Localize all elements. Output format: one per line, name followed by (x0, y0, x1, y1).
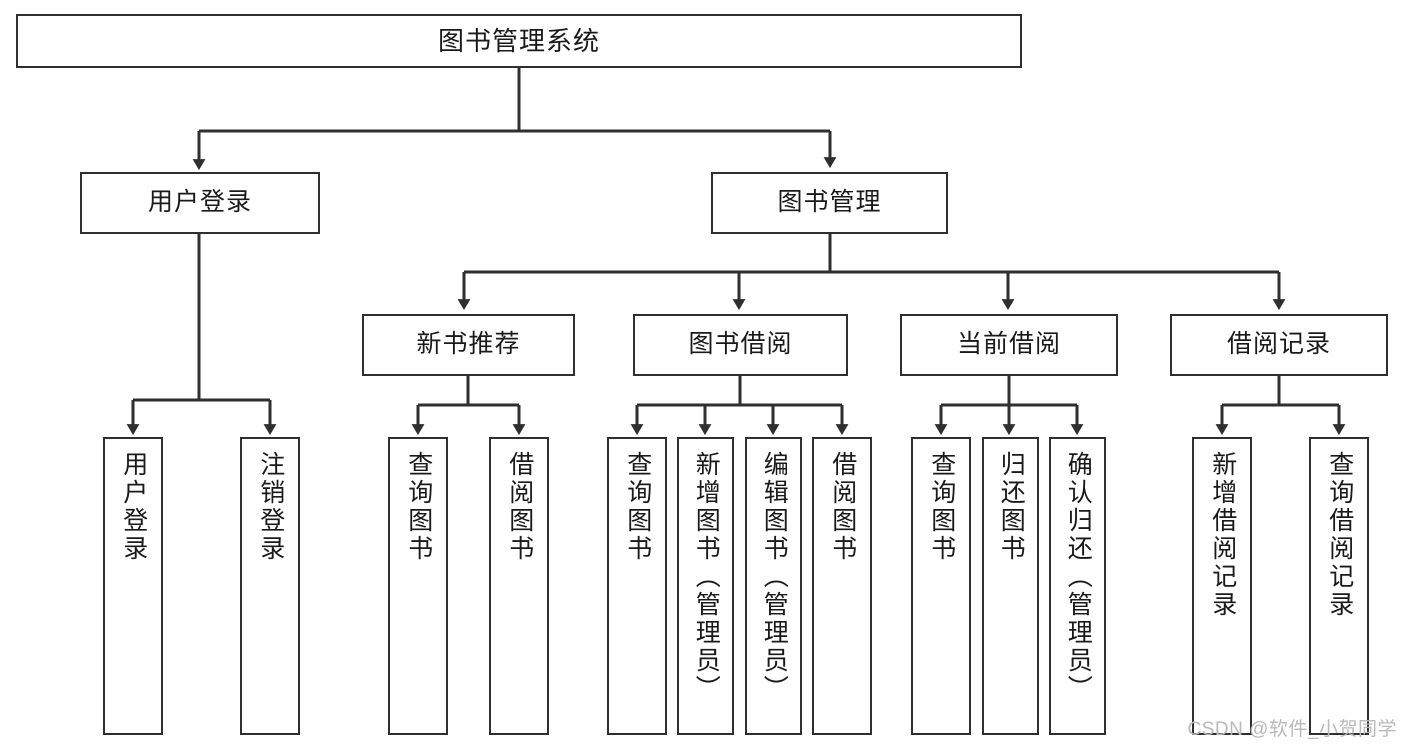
node-label: 查询图书 (404, 451, 433, 563)
node-label: 归还图书 (997, 451, 1026, 563)
node-user-login[interactable]: 用户登录 (80, 172, 320, 234)
node-leaf-confirm-return-admin[interactable]: 确认归还（管理员） (1049, 437, 1106, 735)
node-leaf-query-borrow-record[interactable]: 查询借阅记录 (1309, 437, 1369, 735)
node-leaf-borrow-book[interactable]: 借阅图书 (812, 437, 872, 735)
node-label: 新增图书（管理员） (692, 451, 721, 703)
node-leaf-query-book-borrow[interactable]: 查询图书 (607, 437, 667, 735)
node-leaf-query-book-current[interactable]: 查询图书 (911, 437, 971, 735)
node-label: 借阅图书 (505, 451, 534, 563)
node-current-borrow[interactable]: 当前借阅 (900, 314, 1118, 376)
node-label: 查询借阅记录 (1325, 451, 1354, 619)
node-label: 当前借阅 (956, 330, 1061, 359)
node-leaf-query-book-recommend[interactable]: 查询图书 (388, 437, 448, 735)
node-label: 图书借阅 (688, 330, 793, 359)
node-label: 图书管理 (777, 188, 882, 217)
node-leaf-logout[interactable]: 注销登录 (240, 437, 300, 735)
node-label: 图书管理系统 (437, 25, 600, 56)
node-label: 查询图书 (927, 451, 956, 563)
node-book-borrow[interactable]: 图书借阅 (633, 314, 848, 376)
node-label: 编辑图书（管理员） (760, 451, 789, 703)
node-label: 借阅记录 (1226, 330, 1331, 359)
node-label: 新增借阅记录 (1208, 451, 1237, 619)
node-borrow-record[interactable]: 借阅记录 (1170, 314, 1388, 376)
node-leaf-edit-book-admin[interactable]: 编辑图书（管理员） (745, 437, 802, 735)
node-label: 用户登录 (147, 188, 252, 217)
watermark-text: CSDN @软件_小贺同学 (1187, 719, 1397, 740)
node-label: 确认归还（管理员） (1064, 451, 1093, 703)
node-label: 借阅图书 (828, 451, 857, 563)
node-label: 查询图书 (623, 451, 652, 563)
node-label: 注销登录 (256, 451, 285, 563)
node-label: 用户登录 (119, 451, 148, 563)
node-book-management[interactable]: 图书管理 (711, 172, 948, 234)
node-leaf-borrow-book-recommend[interactable]: 借阅图书 (489, 437, 549, 735)
node-leaf-add-book-admin[interactable]: 新增图书（管理员） (677, 437, 734, 735)
node-label: 新书推荐 (416, 330, 521, 359)
node-new-book-recommend[interactable]: 新书推荐 (362, 314, 575, 376)
node-leaf-user-login[interactable]: 用户登录 (103, 437, 163, 735)
node-root-book-management-system[interactable]: 图书管理系统 (16, 14, 1022, 68)
node-leaf-return-book[interactable]: 归还图书 (982, 437, 1039, 735)
node-leaf-add-borrow-record[interactable]: 新增借阅记录 (1192, 437, 1252, 735)
